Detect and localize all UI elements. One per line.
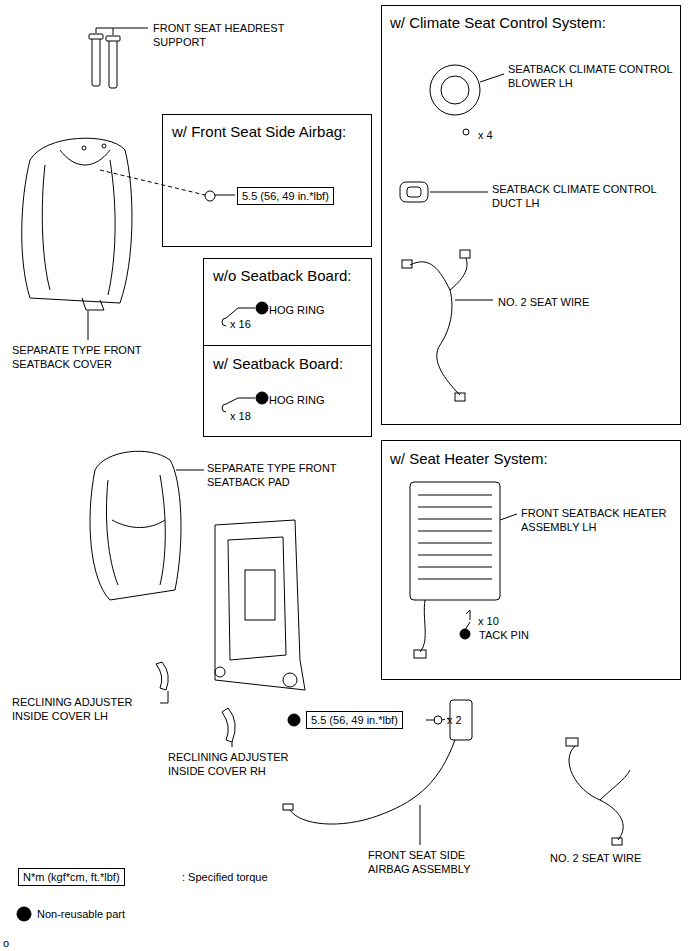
part-name: x 4 [478,128,493,142]
part-name: x 10 [478,614,499,628]
part-label: RECLINING ADJUSTER INSIDE COVER LH [12,695,162,723]
seatback-frame [215,520,305,690]
legend-entry: Non-reusable part [37,907,125,921]
part-name: x 16 [230,317,251,331]
part-name: FRONT SEATBACK HEATER ASSEMBLY LH [521,506,676,534]
part-name: HOG RING [269,393,325,407]
condition-box: w/ Seat Heater System: FRONT SEATBACK HEA… [381,440,681,680]
non-reusable-dot [17,907,31,921]
torque-value: 5.5 (56, 49 in.*lbf) [311,713,398,727]
duct-symbol [400,182,488,202]
condition-box: w/ Seatback Board: HOG RING x 18 [203,345,372,437]
condition-heading: w/ Seat Heater System: [390,450,548,468]
part-label: NO. 2 SEAT WIRE [550,851,641,865]
part-label: : Specified torque [182,870,268,884]
part-name: TACK PIN [479,628,529,642]
bolt-symbol [205,191,235,201]
condition-heading: w/ Seatback Board: [213,355,343,373]
seatback-pad [90,451,204,600]
part-name: HOG RING [269,303,325,317]
seatback-cover [22,138,205,340]
part-name: x 18 [230,409,251,423]
blower-symbol [430,65,504,135]
torque-value: N*m (kgf*cm, ft.*lbf) [23,870,120,884]
torque-box: N*m (kgf*cm, ft.*lbf) [18,868,125,886]
part-name: SEATBACK CLIMATE CONTROL BLOWER LH [508,62,673,90]
part-name: SEATBACK CLIMATE CONTROL DUCT LH [492,182,657,210]
legend-text: Non-reusable part [37,908,125,920]
nut-symbol [426,716,450,724]
condition-heading: w/ Climate Seat Control System: [390,14,606,32]
reclining-cover [156,662,235,747]
torque-box: 5.5 (56, 49 in.*lbf) [306,711,403,729]
torque-box: 5.5 (56, 49 in.*lbf) [237,187,334,205]
part-label: x 2 [447,713,462,727]
part-label: FRONT SEAT HEADREST SUPPORT [153,21,303,49]
side-airbag [283,700,472,845]
condition-box: w/ Climate Seat Control System: SEATBACK … [381,5,681,425]
part-label: SEPARATE TYPE FRONT SEATBACK PAD [207,461,357,489]
part-label: RECLINING ADJUSTER INSIDE COVER RH [168,750,318,778]
part-label: FRONT SEAT SIDE AIRBAG ASSEMBLY [368,848,508,876]
condition-box: w/ Front Seat Side Airbag: 5.5 (56, 49 in… [162,114,372,247]
condition-box: w/o Seatback Board: HOG RING x 16 [203,258,372,346]
torque-value: 5.5 (56, 49 in.*lbf) [242,189,329,203]
seat-wire [402,250,493,401]
part-label: o [3,936,9,950]
non-reusable-dot [288,714,300,726]
headrest-support [89,28,148,88]
part-label: SEPARATE TYPE FRONT SEATBACK COVER [12,343,162,371]
part-name: NO. 2 SEAT WIRE [498,295,589,309]
seat-wire [566,738,630,845]
condition-heading: w/ Front Seat Side Airbag: [172,123,346,141]
condition-heading: w/o Seatback Board: [213,267,351,285]
